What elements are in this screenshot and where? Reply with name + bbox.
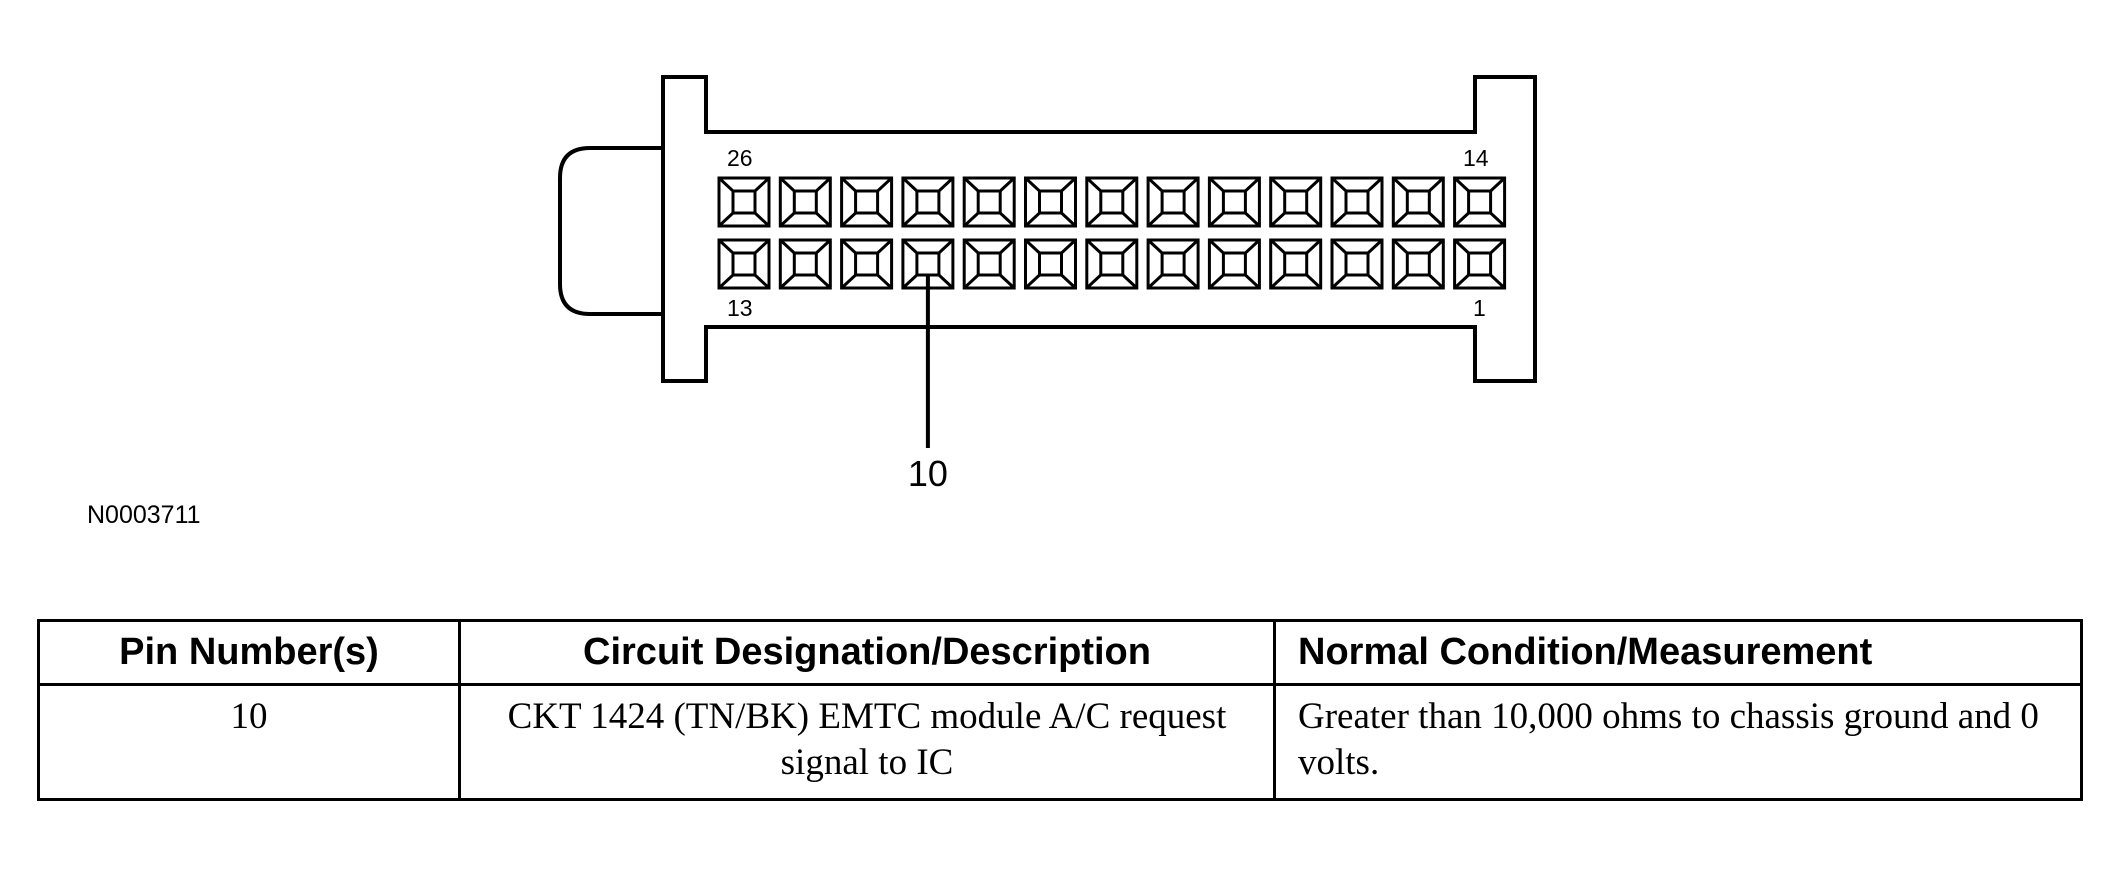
pin-cavity-25 xyxy=(778,176,832,228)
pin-cavity-16 xyxy=(1330,176,1384,228)
pin-cavity-22 xyxy=(962,176,1016,228)
pin-cavity-15 xyxy=(1391,176,1445,228)
pin-cavity-20 xyxy=(1085,176,1139,228)
table-row: 10 CKT 1424 (TN/BK) EMTC module A/C requ… xyxy=(37,683,2083,801)
header-pin-number: Pin Number(s) xyxy=(37,619,461,686)
pin-cavity-14 xyxy=(1453,176,1507,228)
pin-cavity-19 xyxy=(1146,176,1200,228)
header-circuit-description: Circuit Designation/Description xyxy=(458,619,1276,686)
pin-label-top-right: 14 xyxy=(1463,145,1489,171)
pin-spec-table: Pin Number(s) Circuit Designation/Descri… xyxy=(37,619,2083,801)
pin-row-top xyxy=(717,176,1507,228)
connector-housing-outline xyxy=(661,75,1537,383)
pin-cavity-5 xyxy=(1207,238,1261,290)
pin-cavity-26 xyxy=(717,176,771,228)
pin-cavity-3 xyxy=(1330,238,1384,290)
pin-cavity-2 xyxy=(1391,238,1445,290)
pin-cavity-4 xyxy=(1269,238,1323,290)
table-header-row: Pin Number(s) Circuit Designation/Descri… xyxy=(37,619,2083,686)
pin-cavity-9 xyxy=(962,238,1016,290)
cell-circuit-description: CKT 1424 (TN/BK) EMTC module A/C request… xyxy=(458,683,1276,801)
pin-callout-label: 10 xyxy=(908,453,948,494)
pin-cavity-11 xyxy=(840,238,894,290)
pin-label-bottom-right: 1 xyxy=(1473,295,1486,321)
pin-label-top-left: 26 xyxy=(727,145,753,171)
pin-cavity-13 xyxy=(717,238,771,290)
pin-cavity-1 xyxy=(1453,238,1507,290)
connector-diagram: 26 14 13 1 10 N0003711 xyxy=(87,75,1537,529)
pin-label-bottom-left: 13 xyxy=(727,295,753,321)
pin-cavity-17 xyxy=(1269,176,1323,228)
pin-cavity-12 xyxy=(778,238,832,290)
pin-cavity-18 xyxy=(1207,176,1261,228)
cell-normal-condition: Greater than 10,000 ohms to chassis grou… xyxy=(1273,683,2083,801)
pin-row-bottom xyxy=(717,238,1507,290)
pin-cavity-23 xyxy=(901,176,955,228)
figure-id: N0003711 xyxy=(87,501,201,529)
pin-cavity-24 xyxy=(840,176,894,228)
header-normal-condition: Normal Condition/Measurement xyxy=(1273,619,2083,686)
pin-cavity-7 xyxy=(1085,238,1139,290)
pin-cavity-21 xyxy=(1024,176,1077,228)
pin-cavity-8 xyxy=(1024,238,1077,290)
connector-lock-tab xyxy=(558,146,663,316)
cell-pin-number: 10 xyxy=(37,683,461,801)
connector-body xyxy=(558,75,1537,383)
pin-cavity-6 xyxy=(1146,238,1200,290)
